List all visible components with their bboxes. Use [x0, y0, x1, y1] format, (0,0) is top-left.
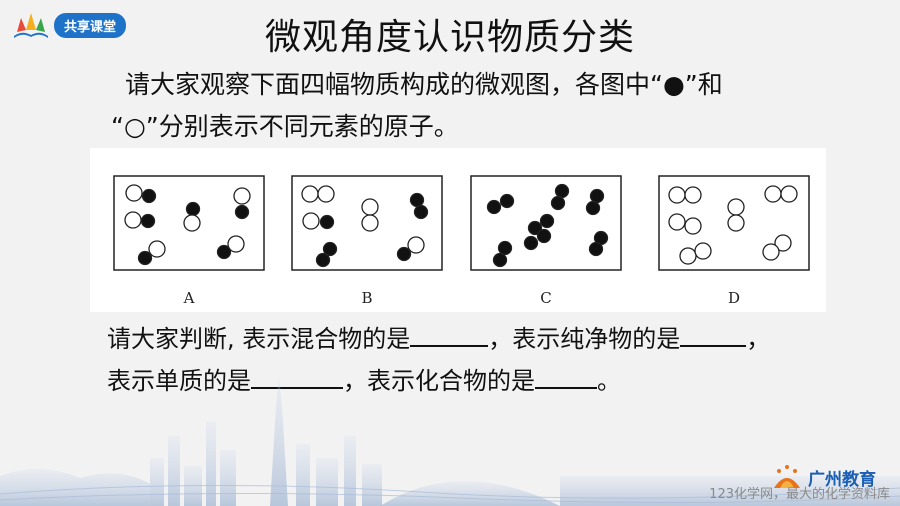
panel-b-frame [291, 175, 443, 271]
city-skyline-decoration [0, 376, 900, 506]
panel-d-particles [668, 185, 798, 265]
question-line-1: 请大家判断, 表示混合物的是 ，表示纯净物的是 ， [107, 318, 827, 360]
intro-line-2: “○”分别表示不同元素的原子。 [111, 112, 459, 141]
element-blank[interactable] [251, 361, 343, 389]
panel-c-label: C [540, 289, 551, 307]
question-pure-text: ，表示纯净物的是 [488, 325, 681, 353]
logo: 共享课堂 [12, 10, 127, 40]
question-period: 。 [597, 367, 621, 395]
particle-diagram: A B C [113, 175, 810, 307]
pure-substance-blank[interactable] [680, 319, 747, 347]
brand-name: 广州教育 [808, 469, 876, 490]
mixture-blank[interactable] [410, 319, 489, 347]
intro-text: 请大家观察下面四幅物质构成的微观图，各图中“●”和 “○”分别表示不同元素的原子… [111, 64, 825, 148]
panel-d-label: D [728, 289, 740, 307]
flame-logo-icon [774, 465, 800, 488]
question-line-2: 表示单质的是 ，表示化合物的是 。 [107, 360, 827, 402]
logo-label: 共享课堂 [54, 12, 127, 38]
compound-blank[interactable] [535, 361, 597, 389]
question-comma: ， [746, 325, 771, 353]
book-logo-icon [14, 13, 48, 38]
page-title: 微观角度认识物质分类 [264, 17, 635, 58]
panel-a-frame [113, 175, 265, 271]
particle-figure: A B C [90, 148, 826, 312]
question-compound-text: ，表示化合物的是 [343, 367, 535, 395]
panel-b-label: B [361, 289, 372, 307]
brand-logo: 广州教育 [770, 462, 876, 492]
watermark: 123化学网，最大的化学资料库 [709, 487, 890, 502]
question-element-text: 表示单质的是 [107, 367, 251, 395]
panel-c-frame [470, 175, 622, 271]
panel-a-particles [124, 184, 251, 266]
panel-b-particles [301, 185, 429, 268]
question-mixture-text: 请大家判断, 表示混合物的是 [107, 325, 411, 353]
panel-c-particles [486, 183, 609, 268]
panel-a-label: A [183, 289, 195, 307]
intro-line-1: 请大家观察下面四幅物质构成的微观图，各图中“●”和 [125, 70, 723, 99]
panel-d-frame [658, 175, 810, 271]
question-text: 请大家判断, 表示混合物的是 ，表示纯净物的是 ， 表示单质的是 ，表示化合物的是 。 [107, 318, 827, 402]
